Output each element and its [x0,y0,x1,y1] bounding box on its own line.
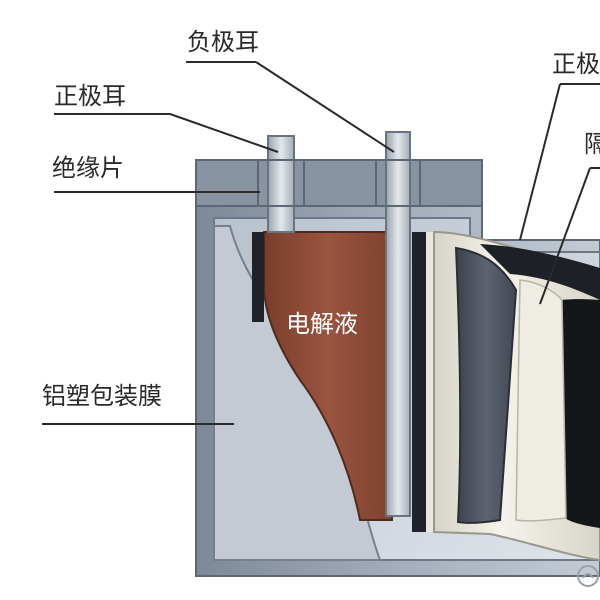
inner-separator-left [252,232,264,322]
label-positive-electrode: 正极 [552,50,600,78]
leader-lines [42,61,600,425]
inner-wound-layer [480,244,600,300]
label-insulating-sheet: 绝缘片 [52,154,124,182]
insulating-sheet-negative [375,159,421,207]
label-separator: 隔 [584,130,600,158]
leader-positive-electrode [519,83,561,241]
leader-positive-tab-diag [169,113,279,153]
negative-tab [385,131,411,517]
leader-negative-tab-diag [255,61,395,153]
label-negative-tab: 负极耳 [187,28,259,56]
electrolyte-region [263,231,393,521]
inner-dark-core [560,299,600,528]
leader-separator [539,167,591,305]
label-aluminum-plastic-film: 铝塑包装膜 [42,382,162,410]
inner-separator-right-light [426,232,434,532]
watermark-logo-icon [577,565,599,587]
casing-top [195,159,483,207]
label-positive-tab: 正极耳 [54,82,126,110]
positive-electrode-sheet [454,246,518,524]
label-electrolyte: 电解液 [286,310,358,338]
separator-inner-sheet [515,279,567,522]
insulating-sheet-positive [257,159,305,207]
inner-separator-right [412,232,426,532]
positive-tab [267,135,295,233]
